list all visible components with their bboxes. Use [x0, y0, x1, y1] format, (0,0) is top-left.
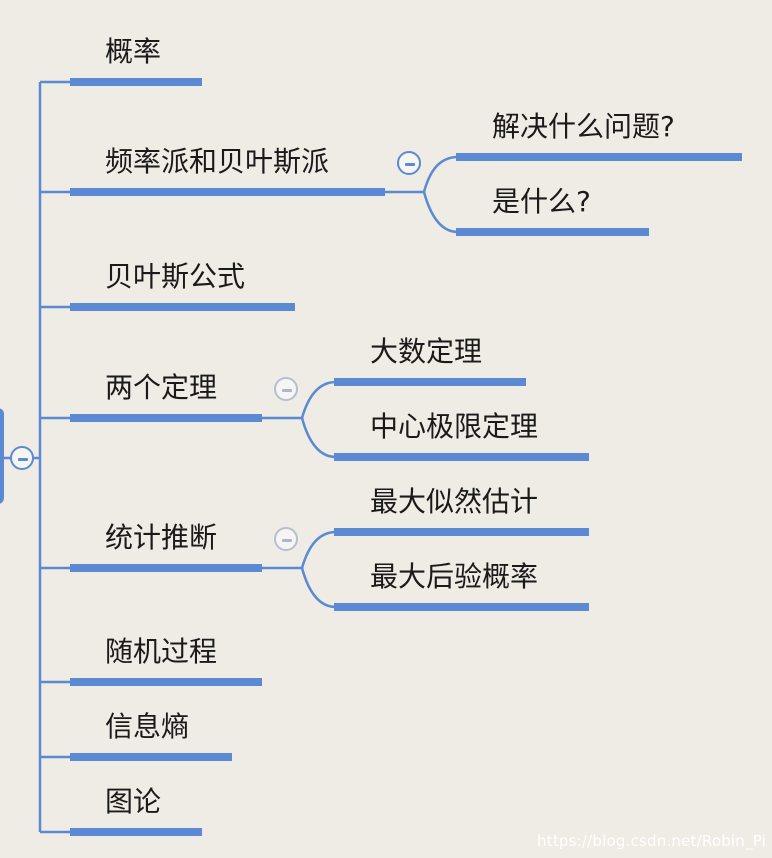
- root-node-edge[interactable]: [0, 408, 4, 504]
- subtopic-underline: [456, 228, 649, 236]
- collapse-icon[interactable]: [397, 151, 421, 175]
- subtopic-label[interactable]: 大数定理: [370, 335, 483, 368]
- topic-underline: [70, 414, 262, 422]
- topic-label[interactable]: 贝叶斯公式: [105, 260, 246, 293]
- topic-label[interactable]: 概率: [105, 35, 162, 68]
- collapse-icon[interactable]: [274, 527, 298, 551]
- topic-label[interactable]: 频率派和贝叶斯派: [105, 145, 330, 178]
- subtopic-underline: [334, 603, 589, 611]
- topic-underline: [70, 564, 262, 572]
- topic-label[interactable]: 统计推断: [105, 521, 218, 554]
- subtopic-label[interactable]: 最大似然估计: [370, 485, 539, 518]
- collapse-icon[interactable]: [274, 377, 298, 401]
- topic-underline: [70, 753, 232, 761]
- subtopic-label[interactable]: 中心极限定理: [370, 410, 539, 443]
- subtopic-label[interactable]: 最大后验概率: [370, 560, 539, 593]
- topic-label[interactable]: 信息熵: [105, 710, 190, 743]
- topic-label[interactable]: 两个定理: [105, 371, 218, 404]
- subtopic-underline: [334, 453, 589, 461]
- subtopic-label[interactable]: 是什么?: [492, 185, 591, 218]
- topic-underline: [70, 188, 385, 196]
- topic-underline: [70, 303, 295, 311]
- subtopic-underline: [334, 378, 526, 386]
- topic-underline: [70, 678, 262, 686]
- subtopic-underline: [334, 528, 589, 536]
- root-collapse-icon[interactable]: [10, 446, 34, 470]
- topic-underline: [70, 78, 202, 86]
- topic-label[interactable]: 图论: [105, 785, 162, 818]
- watermark: https://blog.csdn.net/Robin_Pi: [537, 832, 766, 850]
- topic-underline: [70, 828, 202, 836]
- topic-label[interactable]: 随机过程: [105, 635, 218, 668]
- subtopic-label[interactable]: 解决什么问题?: [492, 110, 675, 143]
- subtopic-underline: [456, 153, 742, 161]
